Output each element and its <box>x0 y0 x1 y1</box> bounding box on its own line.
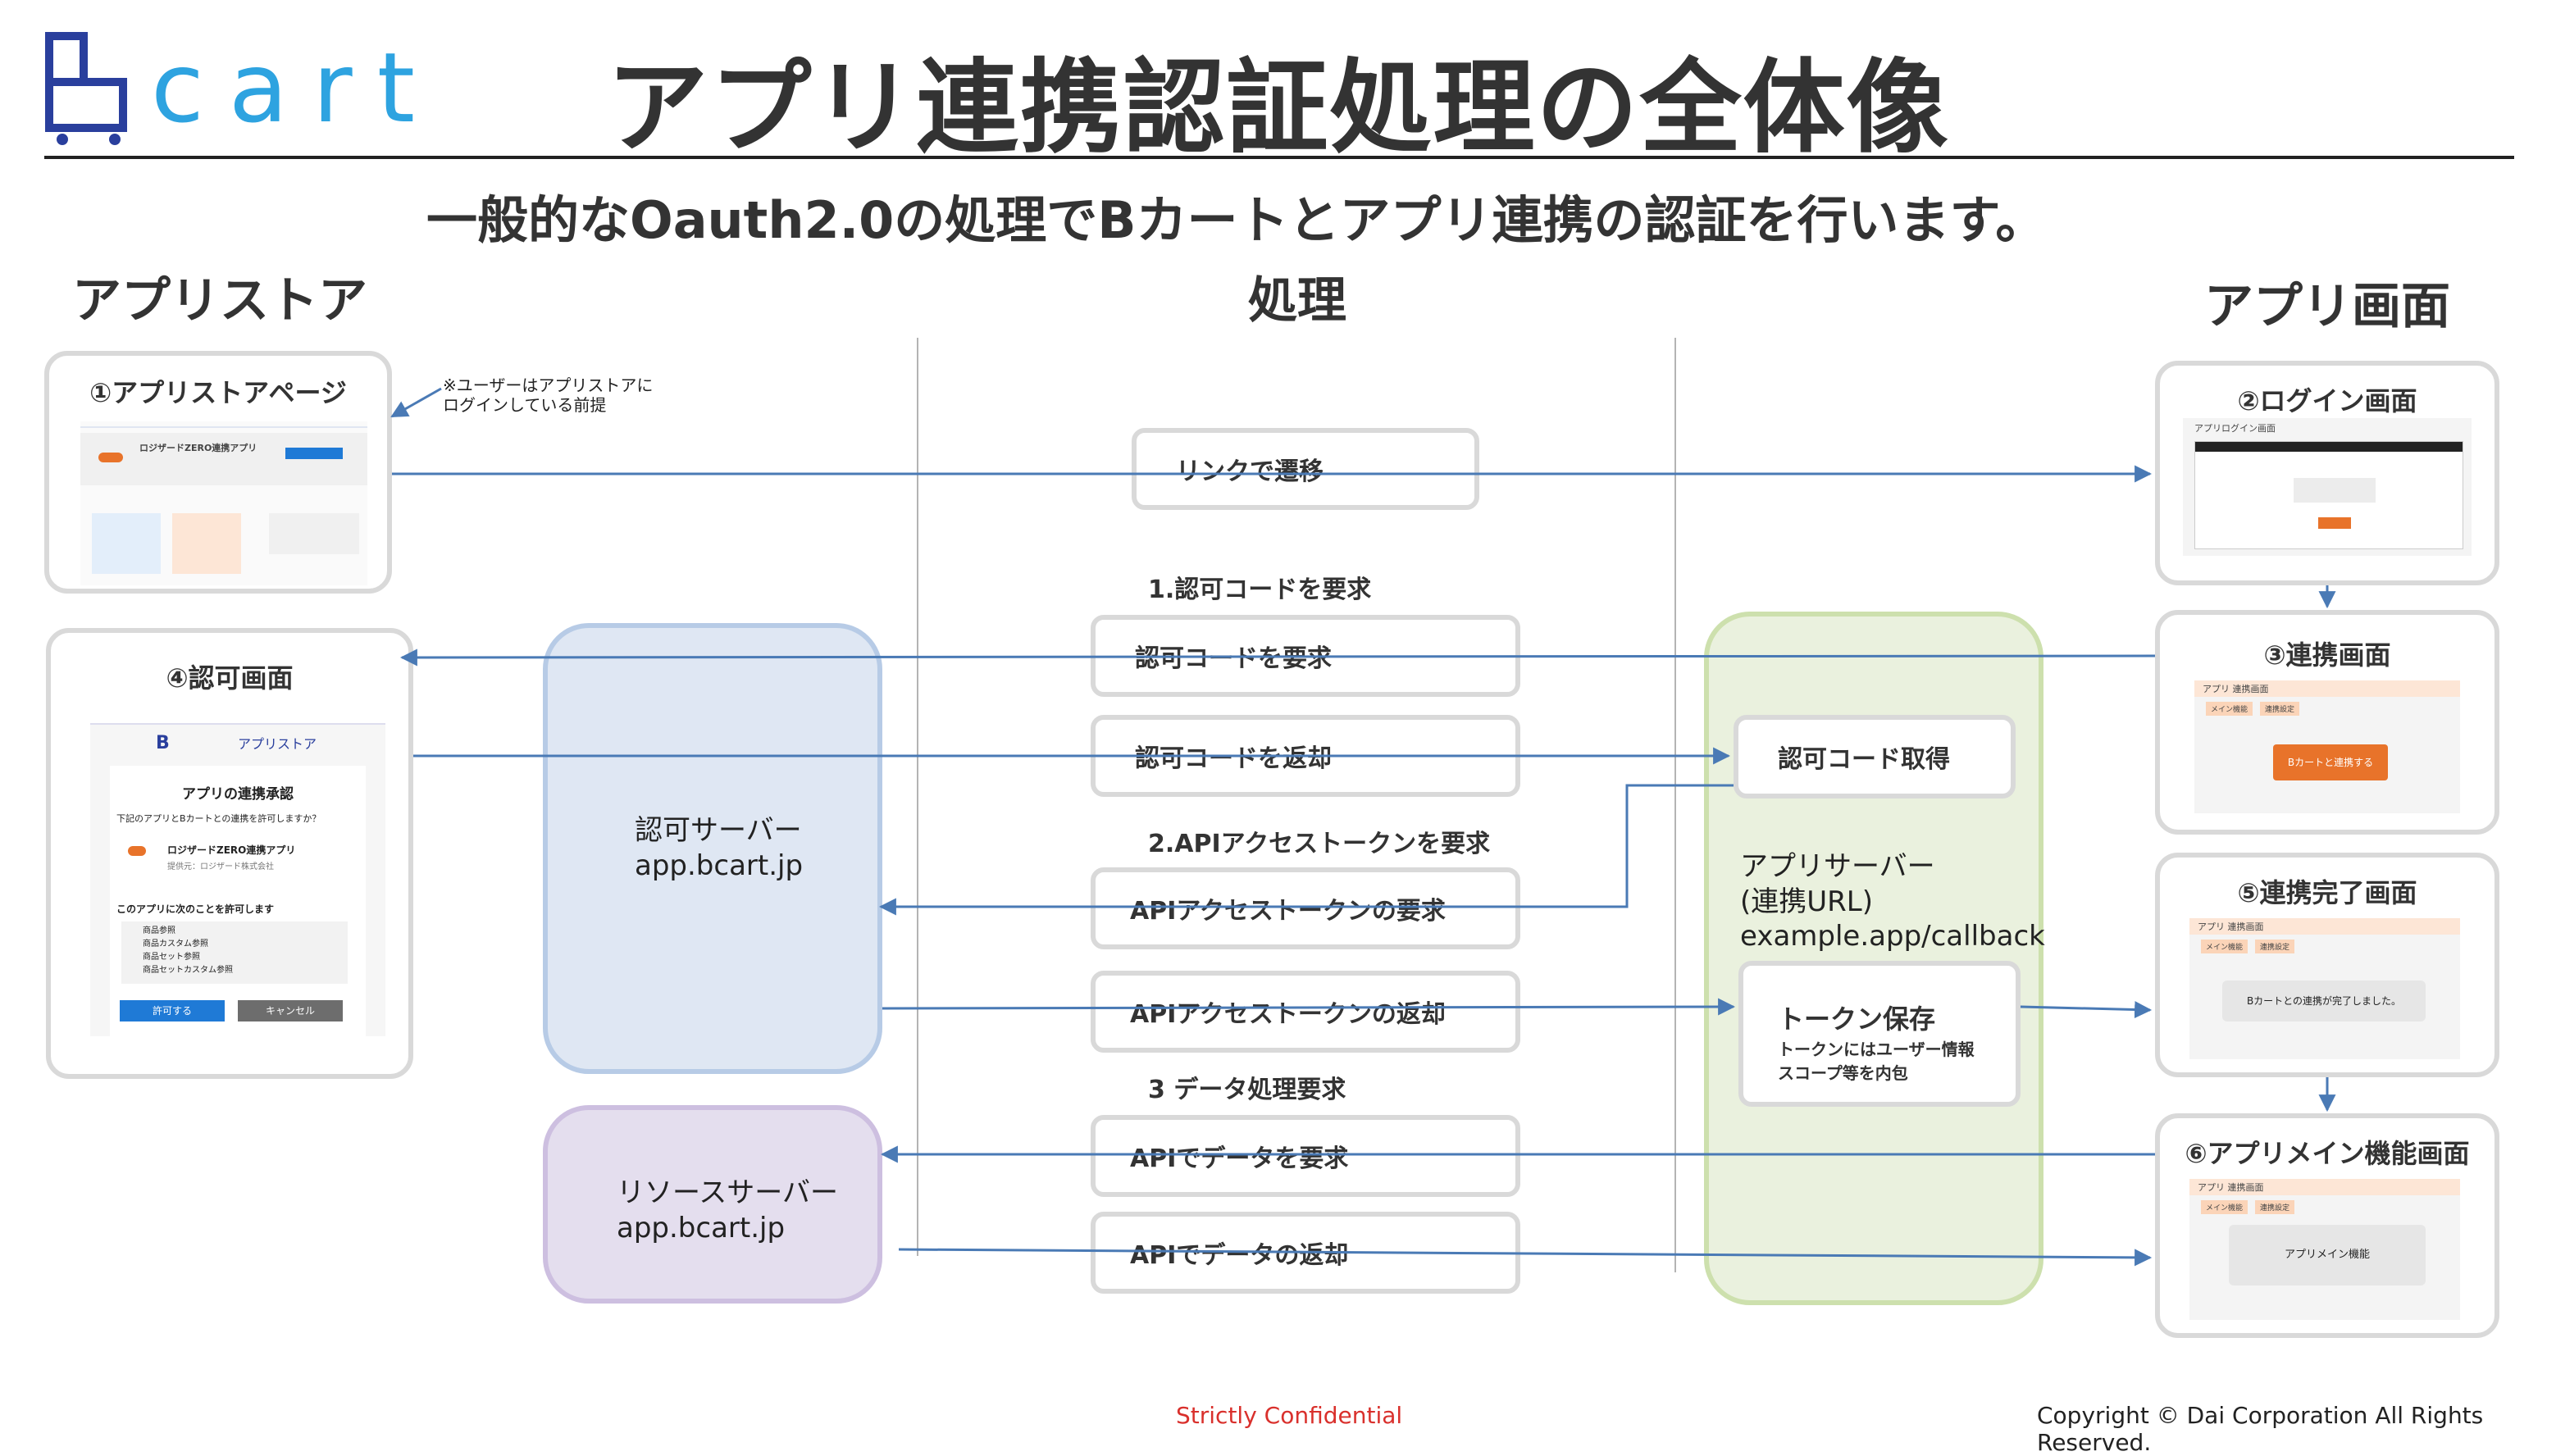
page-subtitle: 一般的なOauth2.0の処理でBカートとアプリ連携の認証を行います。 <box>426 190 2047 250</box>
auth-server-host: app.bcart.jp <box>635 849 804 882</box>
screen-link-title: ③連携画面 <box>2263 639 2391 671</box>
screen-appstore-page: ①アプリストアページ ロジザードZERO連携アプリ <box>44 351 392 594</box>
auth-mock-heading: アプリの連携承認 <box>182 786 294 803</box>
screen-authorization: ④認可画面 アプリストア B アプリの連携承認 下記のアプリとBカートとの連携を… <box>46 628 413 1079</box>
thumb-app-card: ロジザードZERO連携アプリ <box>80 433 367 485</box>
main-mock-header: アプリ 連携画面 <box>2198 1182 2264 1193</box>
auth-mock-cancel-button: キャンセル <box>238 1000 343 1021</box>
auth-server: 認可サーバー app.bcart.jp <box>543 623 882 1074</box>
thumb-app-name: ロジザードZERO連携アプリ <box>139 443 257 453</box>
auth-mock-permission: 商品参照 <box>143 926 175 935</box>
link-mock: アプリ 連携画面 メイン機能 連携設定 Bカートと連携する <box>2194 680 2460 813</box>
screen-link: ③連携画面 アプリ 連携画面 メイン機能 連携設定 Bカートと連携する <box>2155 610 2499 835</box>
page-title: アプリ連携認証処理の全体像 <box>606 49 1950 167</box>
screen-link-complete-title: ⑤連携完了画面 <box>2237 877 2417 908</box>
auth-mock-vendor: 提供元：ロジザード株式会社 <box>167 862 274 871</box>
process-request-token: APIアクセストークンの要求 <box>1091 867 1520 949</box>
divider-line-right <box>1674 338 1676 1272</box>
auth-mock: アプリストア B アプリの連携承認 下記のアプリとBカートとの連携を許可しますか… <box>90 723 385 1036</box>
process-return-code: 認可コードを返却 <box>1091 715 1520 797</box>
main-mock-panel: アプリメイン機能 <box>2229 1225 2426 1285</box>
step-3-label: 3 データ処理要求 <box>1148 1076 1346 1104</box>
step-1-label: 1.認可コードを要求 <box>1148 576 1372 604</box>
process-request-code: 認可コードを要求 <box>1091 615 1520 697</box>
screen-appstore-title: ①アプリストアページ <box>89 377 347 408</box>
resource-server: リソースサーバー app.bcart.jp <box>543 1105 882 1304</box>
column-header-appstore: アプリストア <box>72 272 367 330</box>
column-header-process: 処理 <box>1248 272 1346 330</box>
auth-mock-permit-heading: このアプリに次のことを許可します <box>116 903 275 915</box>
main-mock: アプリ 連携画面 メイン機能 連携設定 アプリメイン機能 <box>2189 1179 2460 1320</box>
complete-mock-tab-setting: 連携設定 <box>2255 940 2295 953</box>
screen-app-main-title: ⑥アプリメイン機能画面 <box>2185 1138 2470 1169</box>
app-server-name: アプリサーバー <box>1740 850 1935 883</box>
title-divider <box>44 156 2514 159</box>
appstore-login-note: ※ユーザーはアプリストアに ログインしている前提 <box>443 375 654 415</box>
logo-text: cart <box>151 31 440 144</box>
auth-mock-store-label: アプリストア <box>238 736 317 752</box>
login-mock-button <box>2318 517 2351 529</box>
screen-login: ②ログイン画面 アプリログイン画面 <box>2155 361 2499 585</box>
link-mock-header: アプリ 連携画面 <box>2203 684 2269 694</box>
auth-mock-question: 下記のアプリとBカートとの連携を許可しますか？ <box>116 813 321 824</box>
complete-mock: アプリ 連携画面 メイン機能 連携設定 Bカートとの連携が完了しました。 <box>2189 918 2460 1059</box>
process-return-token: APIアクセストークンの返却 <box>1091 971 1520 1053</box>
process-return-data: APIでデータの返却 <box>1091 1212 1520 1294</box>
resource-server-name: リソースサーバー <box>617 1176 838 1209</box>
auth-mock-allow-button: 許可する <box>120 1000 225 1021</box>
auth-server-name: 認可サーバー <box>635 814 802 847</box>
app-server-url-label: (連携URL) <box>1740 885 1873 918</box>
thumb-blue-button <box>285 448 343 459</box>
main-mock-tab-main: メイン機能 <box>2201 1200 2248 1214</box>
appstore-thumbnail: ロジザードZERO連携アプリ <box>80 421 367 585</box>
auth-mock-app-name: ロジザードZERO連携アプリ <box>167 844 296 856</box>
save-token-box: トークン保存 トークンにはユーザー情報 スコープ等を内包 <box>1738 961 2021 1107</box>
save-token-label: トークン保存 <box>1778 1003 1936 1035</box>
process-request-data: APIでデータを要求 <box>1091 1115 1520 1197</box>
get-code-box: 認可コード取得 <box>1734 715 2016 799</box>
copyright-label: Copyright © Dai Corporation All Rights R… <box>2037 1402 2484 1456</box>
app-server-url: example.app/callback <box>1740 920 2045 953</box>
auth-mock-app-icon <box>128 846 146 856</box>
screen-link-complete: ⑤連携完了画面 アプリ 連携画面 メイン機能 連携設定 Bカートとの連携が完了し… <box>2155 853 2499 1077</box>
screen-app-main: ⑥アプリメイン機能画面 アプリ 連携画面 メイン機能 連携設定 アプリメイン機能 <box>2155 1113 2499 1338</box>
link-mock-tab-main: メイン機能 <box>2206 702 2253 716</box>
step-2-label: 2.APIアクセストークンを要求 <box>1148 830 1491 858</box>
logo-b-cart-icon <box>45 32 127 145</box>
complete-mock-tab-main: メイン機能 <box>2201 940 2248 953</box>
auth-mock-permission-list: 商品参照 商品カスタム参照 商品セット参照 商品セットカスタム参照 <box>121 921 348 984</box>
bcart-logo: cart <box>44 31 415 146</box>
thumb-orange-logo-icon <box>98 453 123 462</box>
column-header-appscreen: アプリ画面 <box>2204 278 2450 335</box>
auth-mock-permission: 商品セット参照 <box>143 953 200 962</box>
link-mock-tab-setting: 連携設定 <box>2260 702 2300 716</box>
complete-mock-message: Bカートとの連携が完了しました。 <box>2222 981 2426 1021</box>
screen-authorization-title: ④認可画面 <box>166 662 294 694</box>
login-mock-header: アプリログイン画面 <box>2194 423 2276 434</box>
complete-mock-header: アプリ 連携画面 <box>2198 921 2264 932</box>
process-link-transition: リンクで遷移 <box>1132 428 1479 510</box>
arrow-link-in-note <box>390 387 442 418</box>
save-token-note-2: スコープ等を内包 <box>1778 1063 1908 1083</box>
login-mock: アプリログイン画面 <box>2183 418 2472 556</box>
auth-mock-permission: 商品セットカスタム参照 <box>143 966 233 975</box>
main-mock-tab-setting: 連携設定 <box>2255 1200 2295 1214</box>
screen-login-title: ②ログイン画面 <box>2237 385 2417 416</box>
auth-mock-permission: 商品カスタム参照 <box>143 940 208 949</box>
confidential-label: Strictly Confidential <box>1176 1402 1403 1429</box>
divider-line-left <box>917 338 918 1256</box>
resource-server-host: app.bcart.jp <box>617 1211 786 1244</box>
link-mock-connect-button: Bカートと連携する <box>2273 744 2388 780</box>
save-token-note-1: トークンにはユーザー情報 <box>1778 1040 1975 1059</box>
